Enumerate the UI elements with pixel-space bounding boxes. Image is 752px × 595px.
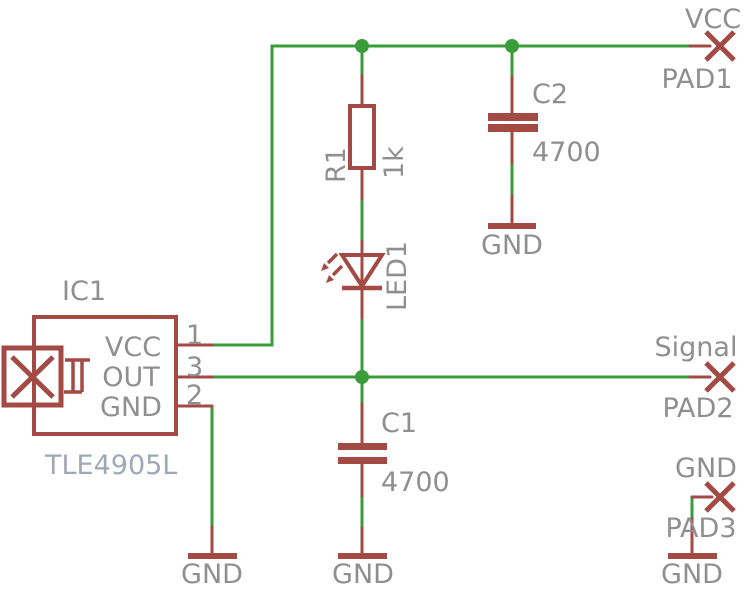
pad2-name-label: PAD2 [663,393,734,424]
r1-refdes-label: R1 [321,147,352,183]
pad2-net-label: Signal [655,332,738,363]
hall-sensor-cross-icon [10,355,55,399]
ic1-pin-stubs[interactable] [176,343,214,408]
c1-value-label: 4700 [381,467,450,498]
pad1-net-label: VCC [685,4,741,35]
pad3-cross-icon[interactable] [704,481,736,513]
ic1-pin-number-2: 2 [186,380,203,411]
gnd-bar-c2[interactable] [488,223,536,229]
c1-plate-bottom [338,457,387,464]
led-emission-arrows-icon [326,252,344,277]
pad3-net-label: GND [675,453,737,484]
led1-symbol[interactable] [321,239,386,320]
gnd-bar-ic[interactable] [188,553,237,559]
c2-symbol[interactable] [488,113,538,132]
gnd-label-c2: GND [481,230,543,261]
resistor-body[interactable] [348,104,376,170]
wire-vcc-net[interactable] [210,44,692,347]
ic1-pin-name-gnd: GND [100,392,162,423]
c2-plate-top [488,113,538,121]
hysteresis-icon [64,358,90,394]
pad1-cross-icon[interactable] [704,30,736,62]
c1-plate-top [338,443,387,450]
pad-pin-stubs[interactable] [688,44,714,555]
c2-value-label: 4700 [532,137,601,168]
ic1-pin-name-out: OUT [102,362,160,393]
ic1-symbol[interactable] [1,315,178,436]
gnd-label-c1: GND [332,559,394,590]
ic1-value-label: TLE4905L [44,450,177,481]
pad1-name-label: PAD1 [662,64,733,95]
ic1-pin-name-vcc: VCC [105,332,161,363]
c1-symbol[interactable] [338,443,387,464]
ic1-refdes-label: IC1 [62,276,106,307]
r1-symbol[interactable] [348,104,376,170]
pad3-name-label: PAD3 [666,513,737,544]
pin-stubs [176,44,714,555]
ic1-pin-number-1: 1 [186,320,203,351]
gnd-label-pad3: GND [661,559,723,590]
junction-led-signal[interactable] [355,370,369,384]
r1-value-label: 1k [379,146,410,179]
pad2-cross-icon[interactable] [704,361,736,393]
labels: IC1 TLE4905L VCC OUT GND 1 3 2 R1 1k LED… [44,4,741,590]
gnd-label-ic: GND [181,559,243,590]
led1-refdes-label: LED1 [382,241,413,311]
led-arrowhead-2 [326,275,334,283]
c2-plate-bottom [488,124,538,132]
net-junctions [355,39,519,384]
pad-symbols [704,30,736,513]
led-arrowhead-1 [321,263,329,271]
junction-c2-vcc[interactable] [505,39,519,53]
junction-r1-vcc[interactable] [355,39,369,53]
c2-refdes-label: C2 [532,79,568,110]
ic1-pin-number-3: 3 [186,352,203,383]
ground-symbols [188,223,717,559]
net-wires [210,44,694,530]
gnd-bar-c1[interactable] [338,553,387,559]
c1-refdes-label: C1 [381,408,417,439]
hall-sensor-square-icon[interactable] [1,345,64,408]
gnd-bar-pad3[interactable] [668,553,717,559]
